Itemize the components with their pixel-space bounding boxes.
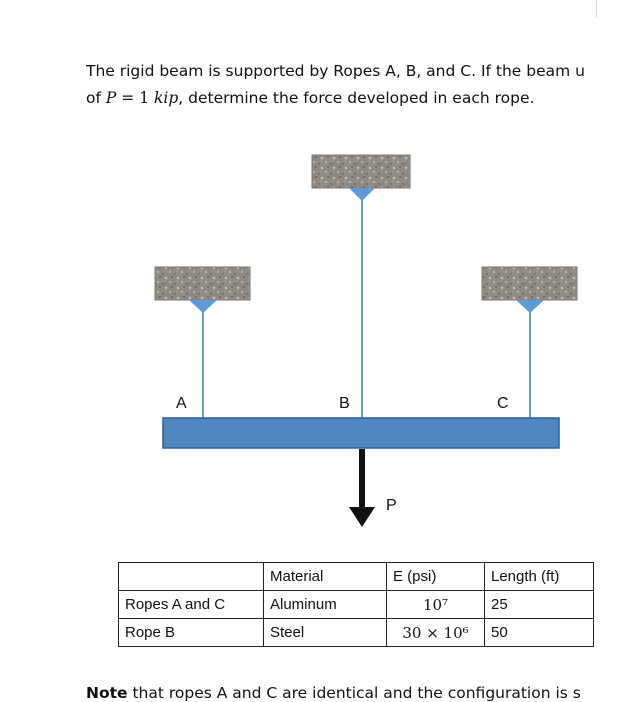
table-cell: Material [263, 562, 387, 591]
table-cell: Ropes A and C [118, 590, 264, 619]
load-arrow-head [349, 507, 375, 527]
load-unit: kip [154, 89, 179, 107]
load-label: P [386, 497, 397, 514]
problem-line-2-suffix: , determine the force developed in each … [178, 89, 535, 107]
rope-label-b: B [339, 395, 350, 412]
equals-sign: = [121, 89, 135, 107]
table-cell: E (psi) [386, 562, 485, 591]
rope-label-a: A [176, 395, 187, 412]
note-text: that ropes A and C are identical and the… [127, 684, 581, 702]
table-row: Rope B Steel 30 × 10⁶ 50 [118, 618, 594, 647]
table-header-row: Material E (psi) Length (ft) [118, 562, 594, 591]
problem-statement: The rigid beam is supported by Ropes A, … [86, 58, 627, 112]
rope-c [529, 312, 531, 418]
table-row: Ropes A and C Aluminum 10⁷ 25 [118, 590, 594, 619]
page-edge-line [596, 0, 597, 18]
table-cell: 25 [484, 590, 594, 619]
material-properties-table: Material E (psi) Length (ft) Ropes A and… [118, 562, 594, 647]
support-block-a [154, 266, 251, 301]
table-cell: 50 [484, 618, 594, 647]
rigid-beam [162, 417, 560, 449]
support-block-b [311, 154, 411, 189]
load-symbol: P [105, 89, 117, 107]
problem-line-2: of P = 1 kip, determine the force develo… [86, 85, 627, 112]
note-bold: Note [86, 684, 128, 702]
rope-label-c: C [497, 395, 509, 412]
support-block-c [481, 266, 578, 301]
note-line: Note that ropes A and C are identical an… [86, 684, 627, 702]
table-cell: Steel [263, 618, 387, 647]
load-arrow-shaft [359, 449, 365, 509]
table-cell: Length (ft) [484, 562, 594, 591]
table-cell: 10⁷ [386, 590, 485, 619]
pin-a [189, 300, 217, 313]
rope-a [202, 312, 204, 418]
table-cell: Rope B [118, 618, 264, 647]
pin-b [349, 188, 375, 201]
rope-b [361, 200, 363, 418]
problem-line-2-prefix: of [86, 89, 106, 107]
pin-c [516, 300, 544, 313]
table-cell [118, 562, 264, 591]
load-value: 1 [139, 89, 150, 107]
table-cell: 30 × 10⁶ [386, 618, 485, 647]
table-cell: Aluminum [263, 590, 387, 619]
problem-line-1: The rigid beam is supported by Ropes A, … [86, 62, 585, 80]
